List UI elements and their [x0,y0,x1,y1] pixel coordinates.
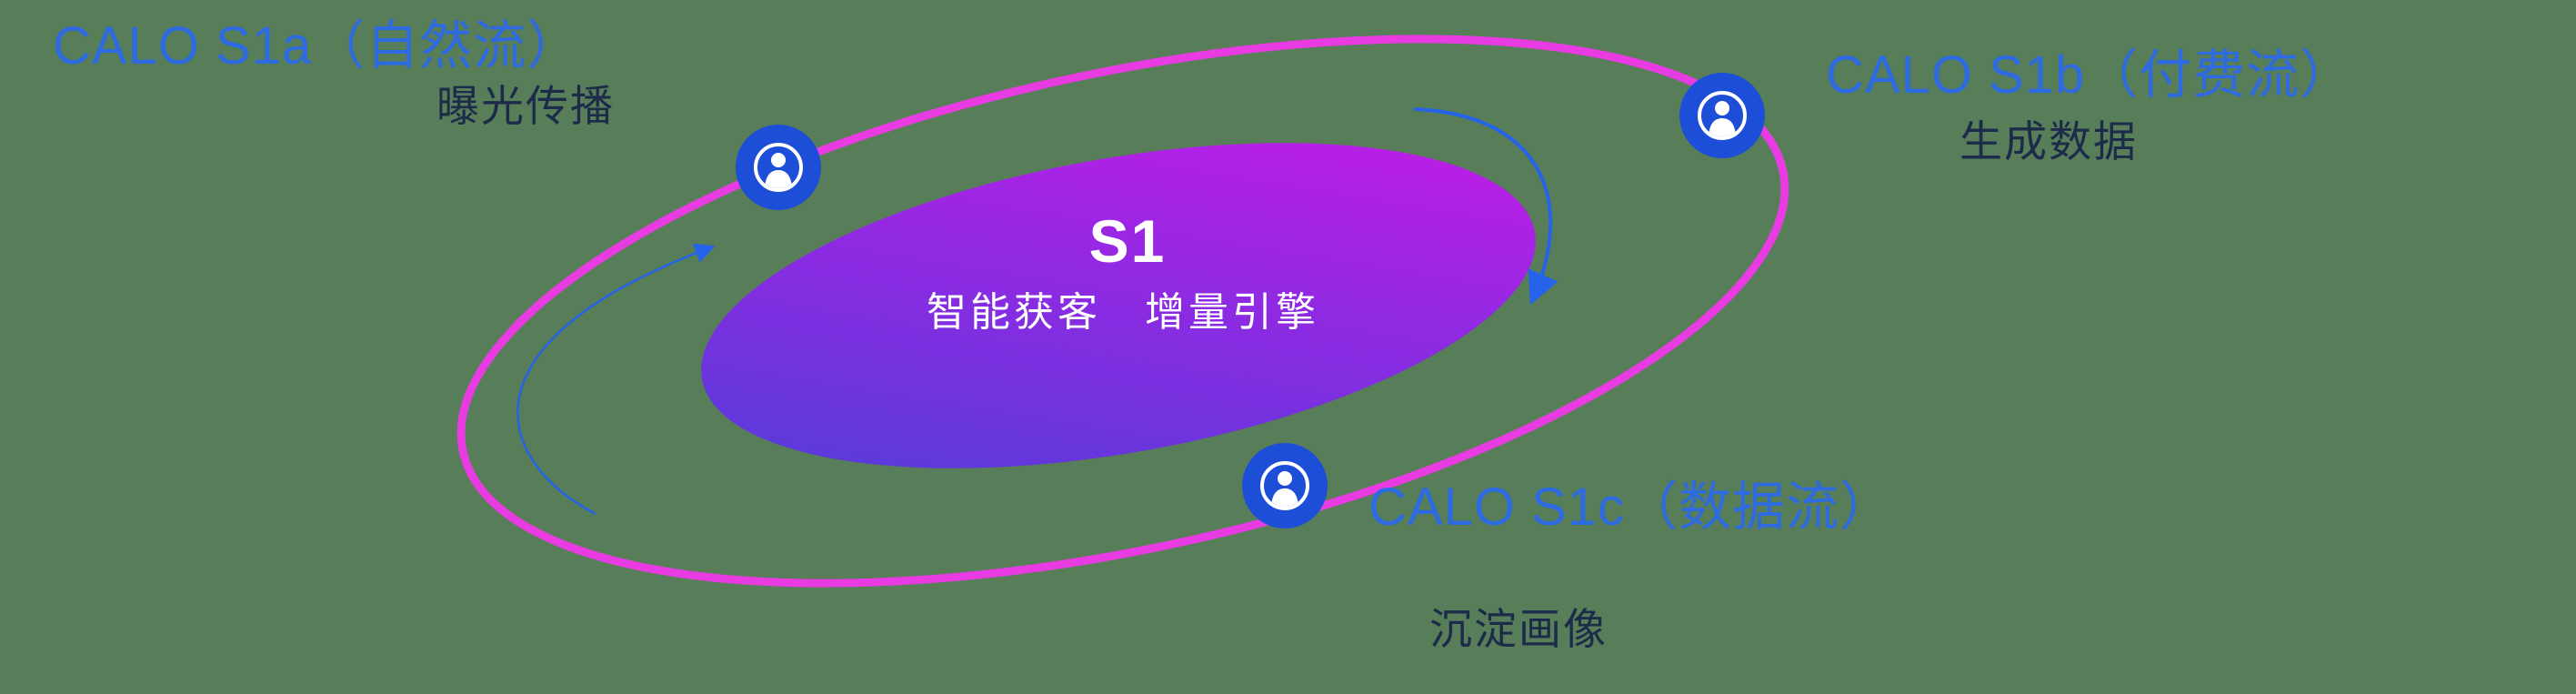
node-s1b [1679,73,1765,158]
node-s1c-sublabel: 沉淀画像 [1429,605,1608,653]
node-s1c [1242,443,1328,528]
node-s1a-sublabel: 曝光传播 [436,82,615,130]
flow-arrow-right [1413,107,1559,306]
center-title: S1 [1089,207,1167,275]
user-circle-icon [1242,443,1328,528]
user-circle-icon [1679,73,1765,158]
flow-arrow-left [516,243,716,516]
node-s1a [736,125,821,210]
node-s1c-label: CALO S1c（数据流） [1368,478,1893,537]
center-subtitle: 智能获客 增量引擎 [927,290,1319,335]
node-s1b-label: CALO S1b（付费流） [1826,45,2353,105]
orbit-ring [456,35,1789,588]
center-ellipse [701,143,1536,468]
node-s1a-label: CALO S1a（自然流） [53,16,580,75]
user-circle-icon [736,125,821,210]
node-s1b-sublabel: 生成数据 [1960,117,2138,166]
